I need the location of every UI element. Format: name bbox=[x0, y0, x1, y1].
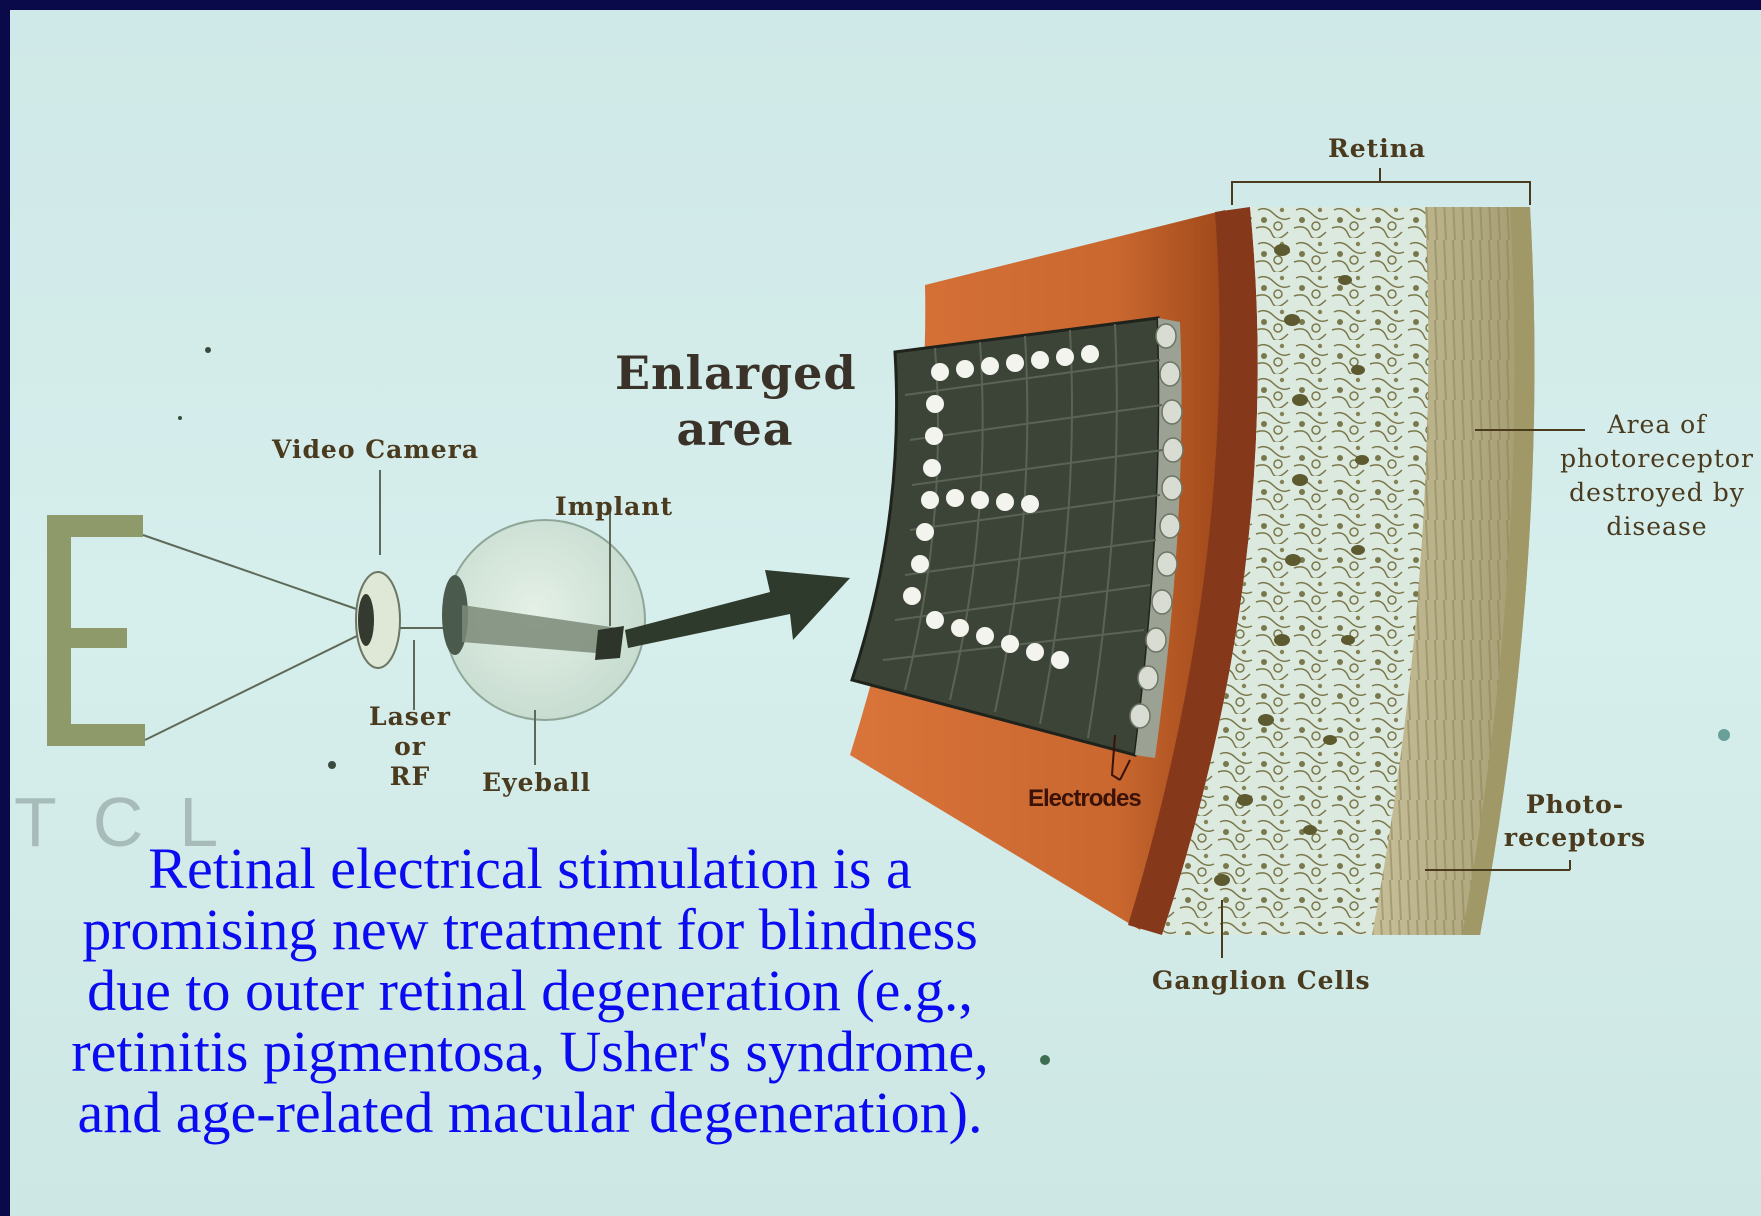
area-destroyed-label: Area of photoreceptor destroyed by disea… bbox=[1552, 408, 1761, 544]
area-of-text: Area of bbox=[1552, 408, 1761, 442]
slide-caption: Retinal electrical stimulation is a prom… bbox=[50, 838, 1010, 1143]
laser-text: Laser bbox=[355, 702, 465, 732]
receptors-text: receptors bbox=[1490, 821, 1660, 854]
enlarged-area-label: Enlarged area bbox=[610, 345, 860, 457]
rf-text: RF bbox=[355, 762, 465, 792]
photoreceptor-text: photoreceptor bbox=[1552, 442, 1761, 476]
retina-bracket bbox=[1232, 168, 1530, 205]
photoreceptors-label: Photo- receptors bbox=[1490, 788, 1660, 854]
eyeball-diagram bbox=[442, 510, 645, 765]
electrodes-label: Electrodes bbox=[1028, 785, 1141, 814]
or-text: or bbox=[355, 732, 465, 762]
sight-lines bbox=[143, 535, 365, 740]
ganglion-cells-label: Ganglion Cells bbox=[1152, 966, 1371, 996]
enlarged-area-text: Enlarged area bbox=[615, 345, 855, 457]
eye-chart-letter-e bbox=[47, 515, 145, 746]
retina-label: Retina bbox=[1328, 134, 1426, 164]
destroyed-by-text: destroyed by bbox=[1552, 476, 1761, 510]
video-camera-device bbox=[356, 470, 450, 710]
enlargement-arrow bbox=[625, 570, 850, 648]
eyeball-label: Eyeball bbox=[482, 768, 591, 798]
photo-text: Photo- bbox=[1490, 788, 1660, 821]
disease-text: disease bbox=[1552, 510, 1761, 544]
video-camera-label: Video Camera bbox=[272, 435, 479, 465]
implant-label: Implant bbox=[555, 492, 673, 522]
laser-or-rf-label: Laser or RF bbox=[355, 702, 465, 792]
